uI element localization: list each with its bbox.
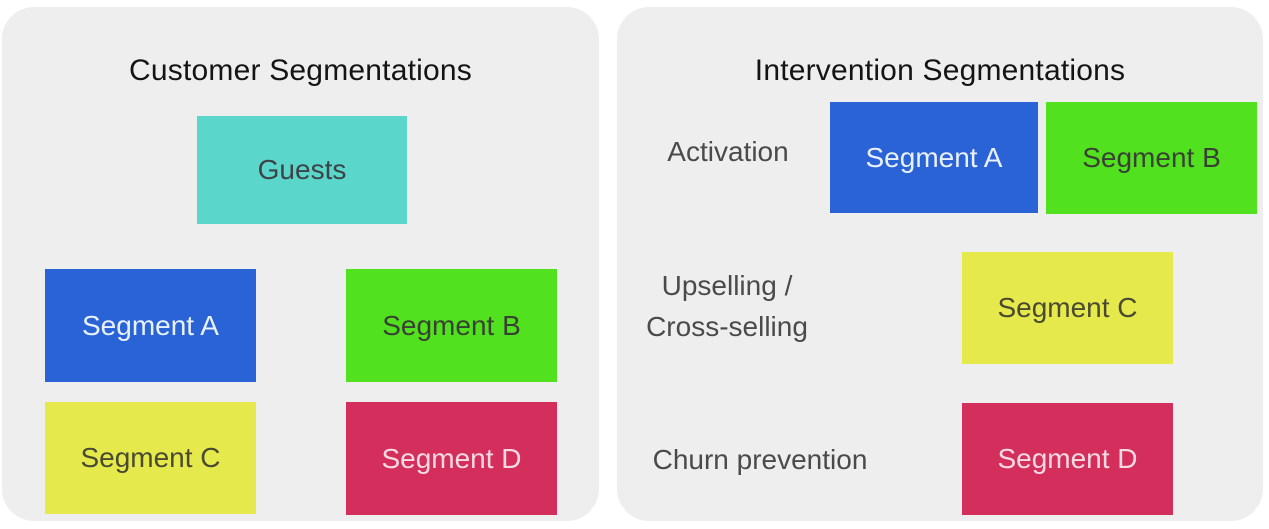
- segment-d-box-label: Segment D: [381, 442, 522, 474]
- activation-segment-a-box: Segment A: [830, 102, 1038, 213]
- intervention-segmentations-title: Intervention Segmentations: [754, 54, 1126, 87]
- upselling-segment-c-label: Segment C: [997, 292, 1138, 323]
- upselling-label-line2: Cross-selling: [646, 311, 808, 342]
- upselling-cross-selling-row-label: Upselling / Cross-selling: [617, 265, 837, 347]
- customer-segmentations-panel: Customer Segmentations Guests Segment A …: [2, 7, 599, 521]
- segment-c-box: Segment C: [45, 402, 256, 514]
- guests-box: Guests: [197, 116, 407, 224]
- activation-segment-b-box: Segment B: [1046, 102, 1257, 214]
- intervention-segmentations-panel: Intervention Segmentations Activation Se…: [617, 7, 1263, 521]
- segment-c-box-label: Segment C: [80, 442, 221, 473]
- upselling-label-line1: Upselling /: [661, 270, 793, 301]
- activation-segment-a-label: Segment A: [865, 141, 1003, 173]
- activation-segment-b-label: Segment B: [1082, 142, 1221, 173]
- churn-segment-d-box: Segment D: [962, 403, 1173, 515]
- segment-a-box-label: Segment A: [82, 309, 219, 341]
- customer-segmentations-title: Customer Segmentations: [129, 54, 472, 87]
- activation-row-label: Activation: [667, 136, 789, 167]
- segment-b-box: Segment B: [346, 269, 557, 382]
- churn-prevention-row-label: Churn prevention: [652, 444, 868, 475]
- segment-d-box: Segment D: [346, 402, 557, 515]
- segment-a-box: Segment A: [45, 269, 256, 382]
- segment-b-box-label: Segment B: [382, 309, 521, 341]
- guests-box-label: Guests: [257, 154, 347, 185]
- churn-segment-d-label: Segment D: [997, 443, 1138, 474]
- upselling-segment-c-box: Segment C: [962, 252, 1173, 364]
